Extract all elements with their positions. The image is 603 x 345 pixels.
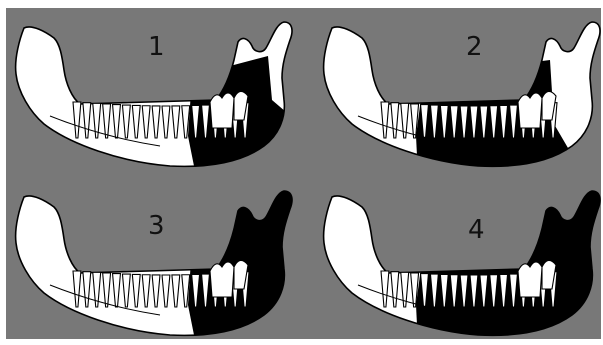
shaded-region (416, 185, 603, 345)
panel-number: 2 (466, 34, 483, 60)
panel-number: 1 (148, 34, 165, 60)
mandible-drawing (318, 16, 603, 176)
panel-number: 4 (468, 217, 485, 243)
mandible-drawing (318, 185, 603, 345)
mandible-panel-3: 3 (10, 185, 300, 345)
mandible-panel-1: 1 (10, 16, 300, 176)
mandible-drawing (10, 185, 300, 345)
mandible-panel-2: 2 (318, 16, 603, 176)
panel-number: 3 (148, 213, 165, 239)
mandible-panel-4: 4 (318, 185, 603, 345)
